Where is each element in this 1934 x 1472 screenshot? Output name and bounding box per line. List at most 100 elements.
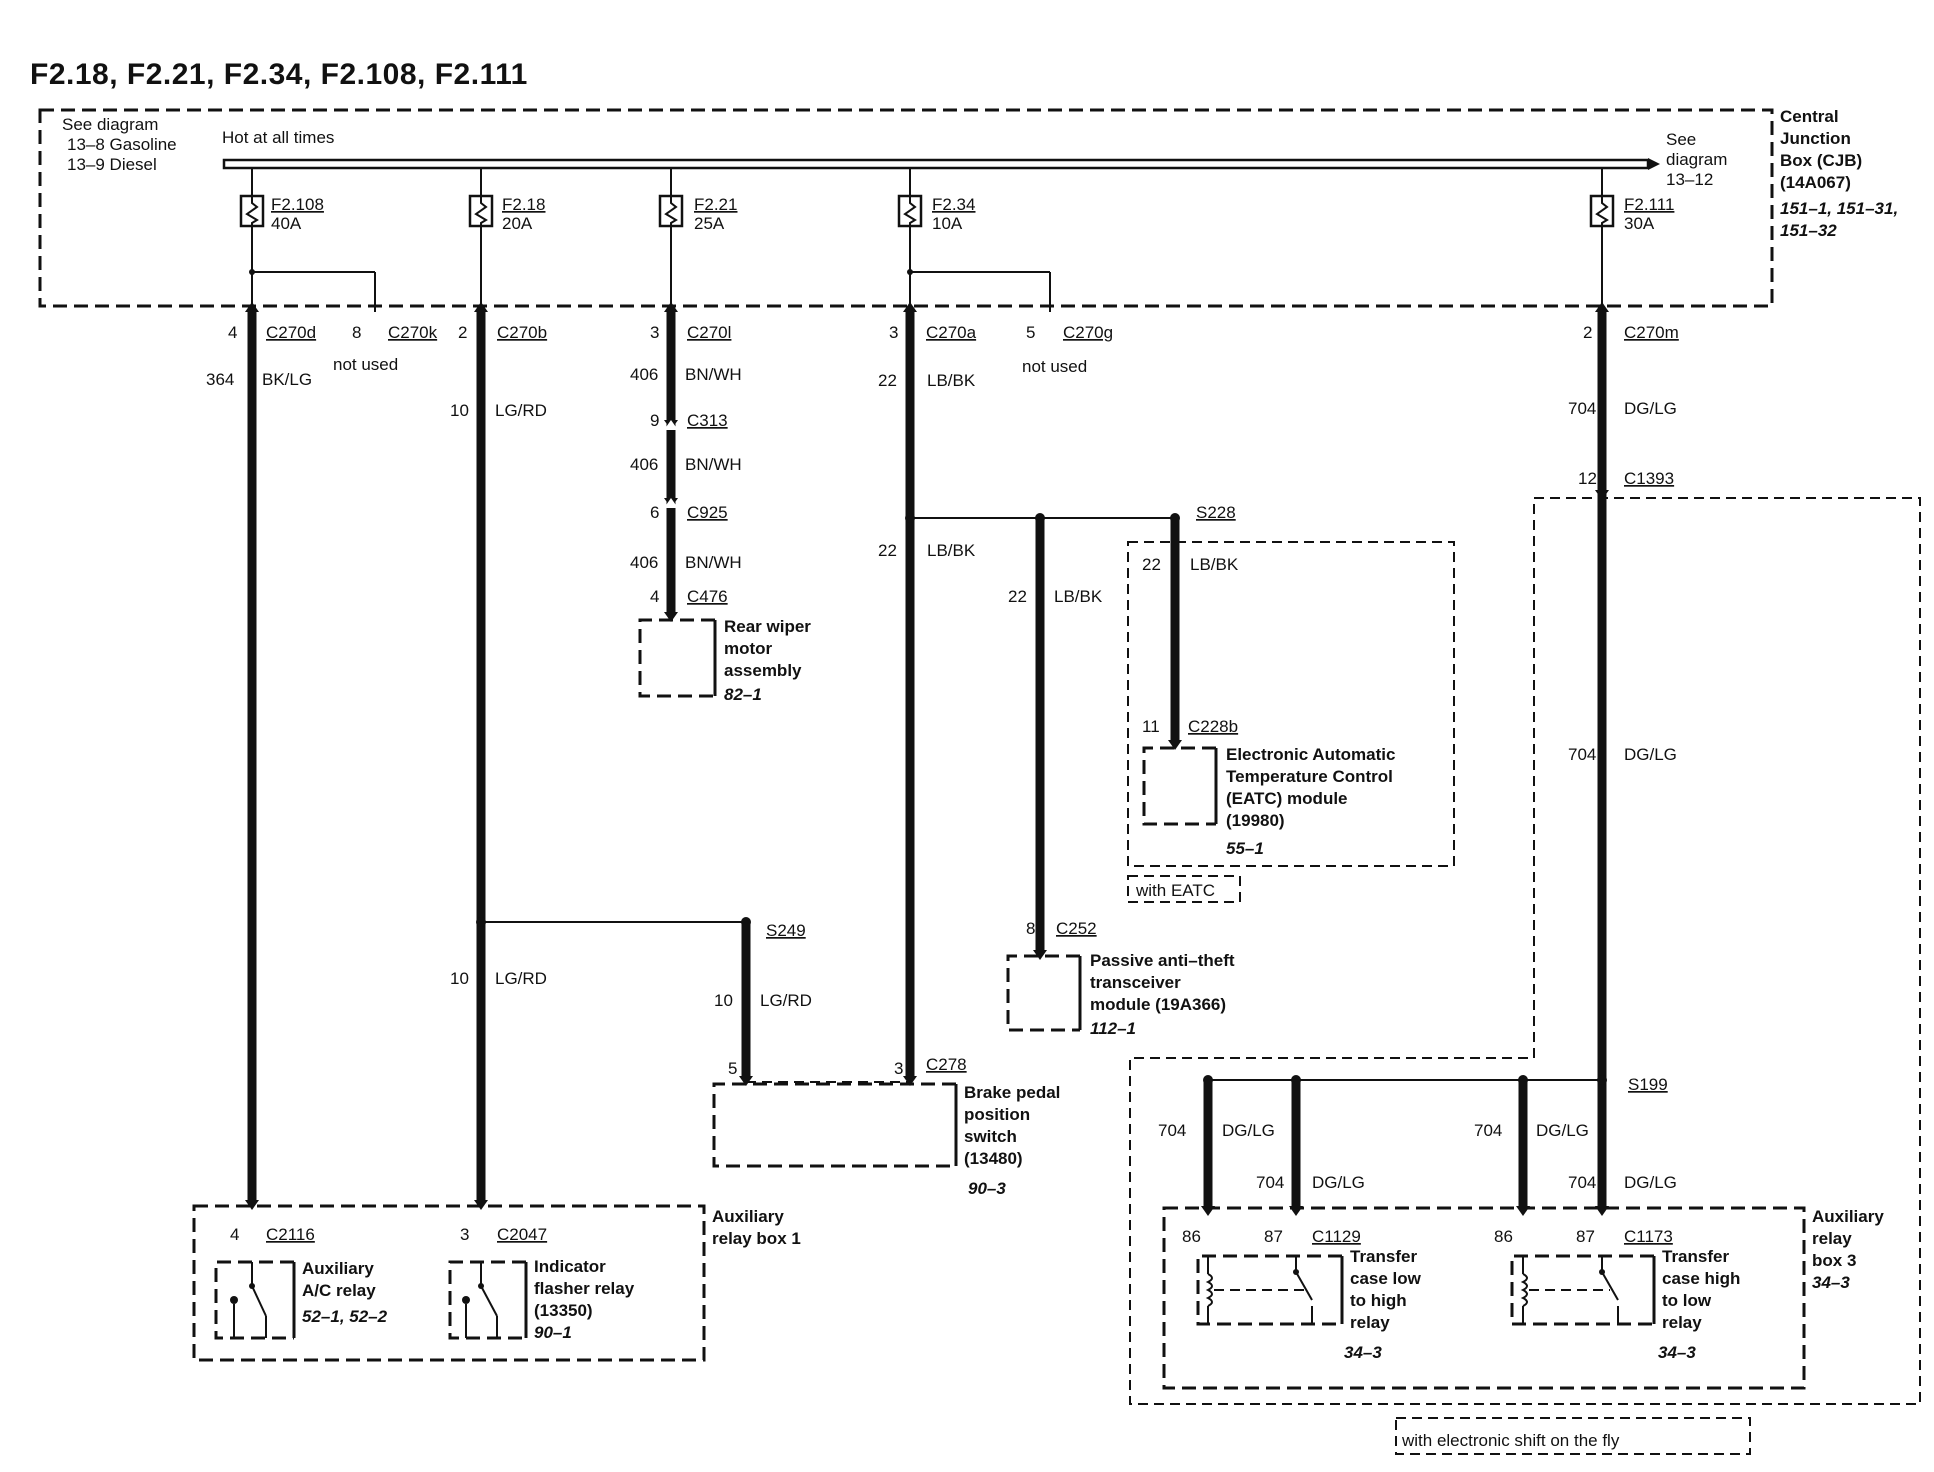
flasher-label-3: (13350) bbox=[534, 1301, 593, 1320]
c252-pin: 8 bbox=[1026, 919, 1035, 938]
wire-704c-color: DG/LG bbox=[1222, 1121, 1275, 1140]
eatc-ref: 55–1 bbox=[1226, 839, 1264, 858]
brake-pedal-position-switch: 5 3 C278 Brake pedal position switch (13… bbox=[712, 1055, 1060, 1198]
transfer-case-high-to-low-relay: Transfer case high to low relay 34–3 bbox=[1510, 1247, 1740, 1362]
brake-ref: 90–3 bbox=[968, 1179, 1006, 1198]
electronic-shift-region: 704 DG/LG 704 DG/LG 704 DG/LG 704 DG/LG … bbox=[1129, 497, 1921, 1455]
c270d-label: C270d bbox=[266, 323, 316, 342]
pats-ref: 112–1 bbox=[1090, 1019, 1136, 1038]
rear-wiper-motor-assembly: Rear wiper motor assembly 82–1 bbox=[638, 612, 811, 704]
splice-s249-label: S249 bbox=[766, 921, 806, 940]
wire-704d-num: 704 bbox=[1256, 1173, 1284, 1192]
wire-10-circuit bbox=[474, 302, 488, 1200]
pats-module: Passive anti–theft transceiver module (1… bbox=[1006, 950, 1235, 1038]
fuse-f2-18-name: F2.18 bbox=[502, 195, 545, 214]
thigh-ref: 34–3 bbox=[1658, 1343, 1696, 1362]
c270g-pin: 5 bbox=[1026, 323, 1035, 342]
cjb-ref-1: 151–1, 151–31, bbox=[1780, 199, 1898, 218]
wire-364-circuit bbox=[245, 302, 259, 1200]
c270m-label: C270m bbox=[1624, 323, 1679, 342]
wire-22b-color: LB/BK bbox=[927, 541, 976, 560]
wire-704e-num: 704 bbox=[1474, 1121, 1502, 1140]
hot-at-all-times-label: Hot at all times bbox=[222, 128, 334, 147]
tlow-label-4: relay bbox=[1350, 1313, 1390, 1332]
c2047-label: C2047 bbox=[497, 1225, 547, 1244]
c270k-note: not used bbox=[333, 355, 398, 374]
fuse-f2-34: F2.34 10A bbox=[897, 194, 975, 233]
central-junction-box: See diagram 13–8 Gasoline 13–9 Diesel Ho… bbox=[38, 107, 1898, 308]
cjb-name-3: Box (CJB) bbox=[1780, 151, 1862, 170]
flasher-ref: 90–1 bbox=[534, 1323, 572, 1342]
splice-s199: S199 bbox=[1203, 1075, 1668, 1206]
wire-406a-num: 406 bbox=[630, 365, 658, 384]
c270a-label: C270a bbox=[926, 323, 977, 342]
tlow-label-1: Transfer bbox=[1350, 1247, 1417, 1266]
see-diagram-right-1: See bbox=[1666, 130, 1696, 149]
pats-label-2: transceiver bbox=[1090, 973, 1181, 992]
wire-704-circuit bbox=[1595, 302, 1609, 1206]
wire-704b-color: DG/LG bbox=[1624, 745, 1677, 764]
wire-22d-color: LB/BK bbox=[1190, 555, 1239, 574]
ac-relay-label-1: Auxiliary bbox=[302, 1259, 374, 1278]
wiper-label-1: Rear wiper bbox=[724, 617, 811, 636]
cjb-ref-2: 151–32 bbox=[1780, 221, 1837, 240]
c1173-label: C1173 bbox=[1624, 1227, 1673, 1246]
eatc-label-1: Electronic Automatic bbox=[1226, 745, 1395, 764]
page-title: F2.18, F2.21, F2.34, F2.108, F2.111 bbox=[30, 58, 528, 91]
wiper-ref: 82–1 bbox=[724, 685, 762, 704]
c1129-86: 86 bbox=[1182, 1227, 1201, 1246]
splice-s228-label: S228 bbox=[1196, 503, 1236, 522]
fuse-f2-18: F2.18 20A bbox=[468, 194, 545, 233]
fuse-f2-34-amps: 10A bbox=[932, 214, 963, 233]
c228b-pin: 11 bbox=[1142, 717, 1160, 736]
wire-406b-color: BN/WH bbox=[685, 455, 742, 474]
pats-label-3: module (19A366) bbox=[1090, 995, 1226, 1014]
c476-label: C476 bbox=[687, 587, 728, 606]
fuse-f2-111-amps: 30A bbox=[1624, 214, 1655, 233]
c313-label: C313 bbox=[687, 411, 728, 430]
wiper-label-2: motor bbox=[724, 639, 773, 658]
brake-label-4: (13480) bbox=[964, 1149, 1023, 1168]
wire-364-color: BK/LG bbox=[262, 370, 312, 389]
wiper-label-3: assembly bbox=[724, 661, 802, 680]
wire-10b-color: LG/RD bbox=[495, 969, 547, 988]
c1393-label: C1393 bbox=[1624, 469, 1674, 488]
fuse-f2-18-amps: 20A bbox=[502, 214, 533, 233]
eatc-label-4: (19980) bbox=[1226, 811, 1285, 830]
wire-22-circuit bbox=[903, 302, 1180, 1076]
wire-406c-color: BN/WH bbox=[685, 553, 742, 572]
wire-406-circuit bbox=[664, 302, 678, 612]
c270b-label: C270b bbox=[497, 323, 547, 342]
wire-406a-color: BN/WH bbox=[685, 365, 742, 384]
c1173-86: 86 bbox=[1494, 1227, 1513, 1246]
transfer-case-low-to-high-relay: Transfer case low to high relay 34–3 bbox=[1196, 1247, 1422, 1362]
c313-pin: 9 bbox=[650, 411, 659, 430]
c270l-label: C270l bbox=[687, 323, 731, 342]
c925-pin: 6 bbox=[650, 503, 659, 522]
c270g-note: not used bbox=[1022, 357, 1087, 376]
fuse-f2-111-name: F2.111 bbox=[1624, 195, 1674, 214]
wire-22c-num: 22 bbox=[1008, 587, 1027, 606]
see-diagram-gasoline: 13–8 Gasoline bbox=[67, 135, 177, 154]
wire-704d-color: DG/LG bbox=[1312, 1173, 1365, 1192]
wire-10a-num: 10 bbox=[450, 401, 469, 420]
auxiliary-ac-relay: Auxiliary A/C relay 52–1, 52–2 bbox=[214, 1259, 388, 1340]
c228b-label: C228b bbox=[1188, 717, 1238, 736]
c270a-pin: 3 bbox=[889, 323, 898, 342]
fuse-f2-108-amps: 40A bbox=[271, 214, 302, 233]
c925-label: C925 bbox=[687, 503, 728, 522]
auxiliary-relay-box-3: Auxiliary relay box 3 34–3 86 87 C1129 8… bbox=[1162, 1206, 1884, 1390]
cjb-name-2: Junction bbox=[1780, 129, 1851, 148]
wire-364-num: 364 bbox=[206, 370, 234, 389]
c2116-pin: 4 bbox=[230, 1225, 239, 1244]
ac-relay-ref: 52–1, 52–2 bbox=[302, 1307, 388, 1326]
arb3-ref: 34–3 bbox=[1812, 1273, 1850, 1292]
c1129-label: C1129 bbox=[1312, 1227, 1361, 1246]
indicator-flasher-relay: Indicator flasher relay (13350) 90–1 bbox=[448, 1257, 635, 1342]
wire-704f-color: DG/LG bbox=[1624, 1173, 1677, 1192]
cjb-name-1: Central bbox=[1780, 107, 1839, 126]
fuse-f2-108: F2.108 40A bbox=[239, 194, 324, 233]
arb3-label-3: box 3 bbox=[1812, 1251, 1856, 1270]
eatc-label-3: (EATC) module bbox=[1226, 789, 1348, 808]
